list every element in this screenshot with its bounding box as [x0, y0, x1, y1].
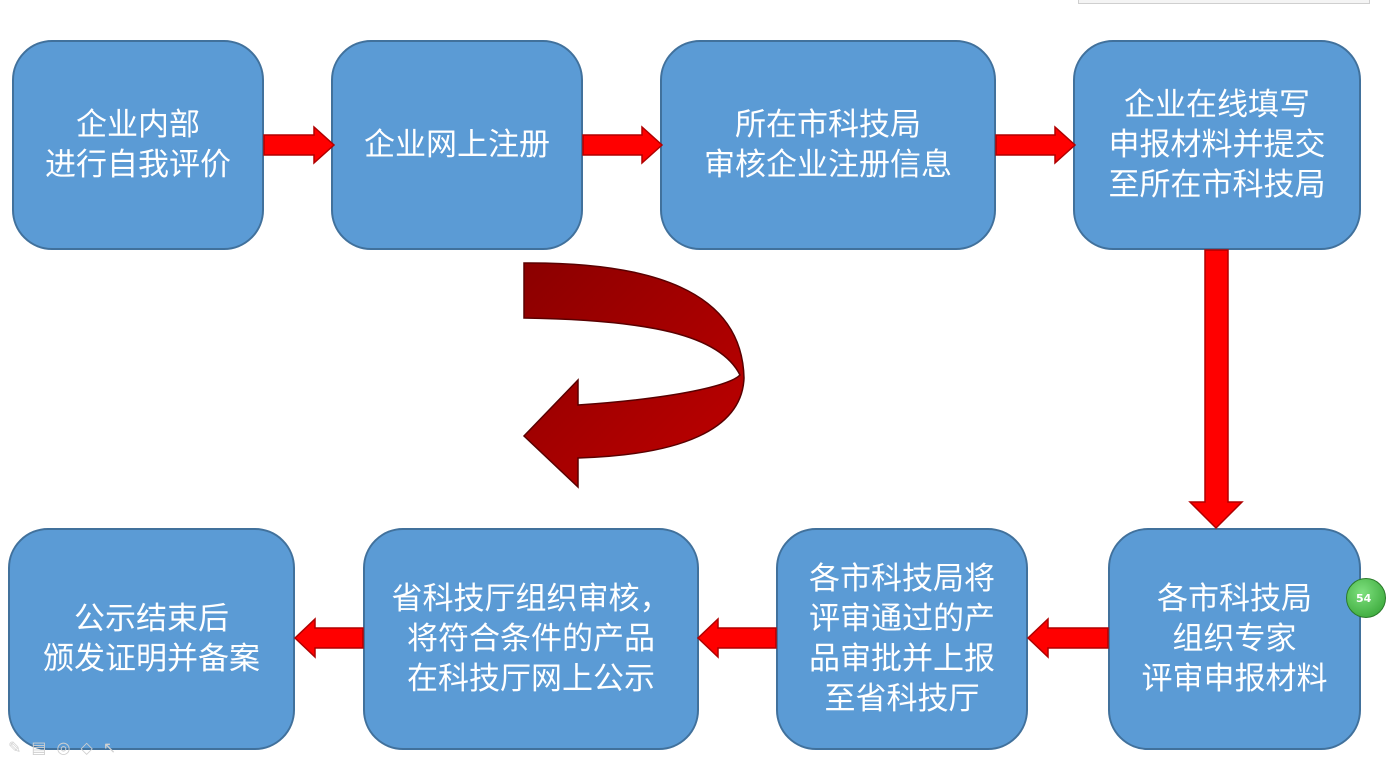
arrow-left-1 — [1026, 617, 1109, 659]
step-online-registration: 企业网上注册 — [331, 40, 583, 250]
arrow-left-3 — [293, 617, 364, 659]
pen-icon[interactable]: ✎ — [8, 737, 22, 757]
slide-number-badge[interactable]: 54 — [1346, 578, 1386, 618]
arrow-down — [1188, 249, 1244, 530]
cursor-icon[interactable]: ↖ — [102, 737, 117, 757]
step-issue-certificate: 公示结束后 颁发证明并备案 — [8, 528, 295, 750]
step-city-expert-review: 各市科技局 组织专家 评审申报材料 — [1108, 528, 1361, 750]
slide-icon[interactable]: ▤ — [31, 737, 47, 757]
window-edge — [1078, 0, 1370, 4]
arrow-right-1 — [263, 125, 336, 165]
step-province-review-publicize: 省科技厅组织审核， 将符合条件的产品 在科技厅网上公示 — [363, 528, 699, 750]
step-city-approve-report: 各市科技局将 评审通过的产 品审批并上报 至省科技厅 — [776, 528, 1028, 750]
arrow-right-2 — [582, 125, 664, 165]
presentation-toolbar: ✎ ▤ ◎ ◇ ↖ — [8, 734, 158, 760]
eraser-icon[interactable]: ◇ — [80, 737, 93, 757]
step-city-bureau-review-registration: 所在市科技局 审核企业注册信息 — [660, 40, 996, 250]
pointer-circle-icon[interactable]: ◎ — [56, 737, 71, 757]
arrow-left-2 — [696, 617, 777, 659]
step-fill-submit-materials: 企业在线填写 申报材料并提交 至所在市科技局 — [1073, 40, 1361, 250]
arrow-right-3 — [995, 125, 1077, 165]
curved-return-arrow — [522, 262, 745, 489]
step-self-evaluation: 企业内部 进行自我评价 — [12, 40, 264, 250]
